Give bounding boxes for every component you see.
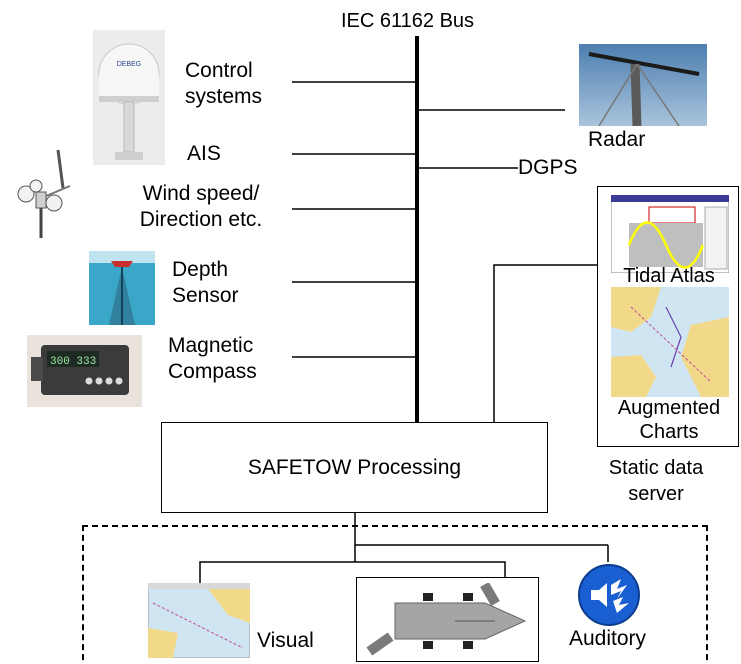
label-tidal-atlas: Tidal Atlas <box>623 265 715 287</box>
svg-text:300 333: 300 333 <box>50 356 96 368</box>
wire-out-ship <box>355 561 506 577</box>
wire-out-visual <box>199 561 355 583</box>
label-static-data-server: Static data server <box>608 457 704 505</box>
label-dgps: DGPS <box>518 156 578 179</box>
radar-image <box>579 44 707 126</box>
label-auditory: Auditory <box>569 627 647 650</box>
label-wind: Wind speed/ Direction etc. <box>139 182 263 231</box>
wind-sensor-image <box>17 149 71 238</box>
magnetic-compass-image: 300 333 <box>27 335 142 407</box>
visual-chart-display-image <box>148 583 250 658</box>
label-compass: Magnetic Compass <box>168 334 257 383</box>
towed-ship-image <box>366 583 527 656</box>
wire-static-server <box>493 264 597 422</box>
bus-title: IEC 61162 Bus <box>341 10 475 32</box>
static-data-server-box: Tidal Atlas Augmented Charts <box>597 186 739 447</box>
svg-text:DEBEG: DEBEG <box>117 61 142 68</box>
label-depth: Depth Sensor <box>172 258 239 307</box>
depth-sensor-image <box>89 251 155 325</box>
label-ais: AIS <box>187 142 221 165</box>
auditory-warning-icon <box>578 564 640 626</box>
radome-antenna-image: DEBEG <box>93 30 165 165</box>
label-visual: Visual <box>257 629 314 652</box>
ship-display-box <box>356 577 539 662</box>
safetow-processing-box: SAFETOW Processing <box>161 422 548 513</box>
outputs-area <box>82 525 708 664</box>
label-safetow-processing: SAFETOW Processing <box>247 455 462 479</box>
label-radar: Radar <box>588 128 646 151</box>
augmented-charts-image <box>611 287 729 397</box>
label-augmented-charts: Augmented Charts <box>617 397 721 443</box>
label-control-systems: Control systems <box>185 59 263 108</box>
tidal-atlas-image <box>611 195 729 273</box>
